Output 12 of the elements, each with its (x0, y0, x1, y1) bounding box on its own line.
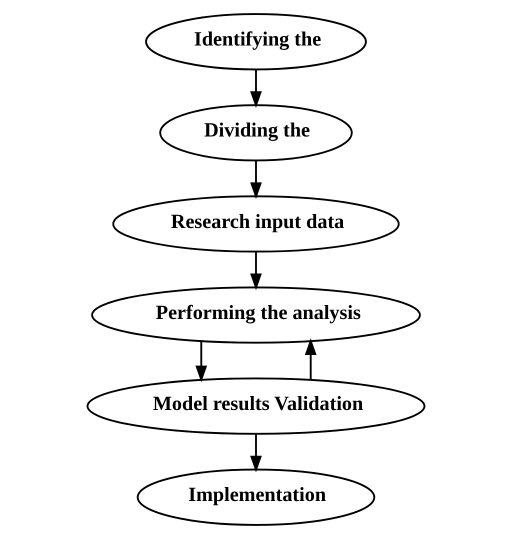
arrow (250, 70, 262, 108)
arrow (195, 341, 208, 382)
node-ellipse: Implementation (136, 468, 376, 526)
arrow (250, 434, 262, 472)
node-ellipse: Model results Validation (86, 378, 426, 435)
node-ellipse: Dividing the (159, 104, 353, 162)
node-ellipse: Performing the analysis (91, 286, 421, 344)
node-ellipse: Research input data (112, 195, 400, 253)
arrow (304, 338, 317, 380)
node-ellipse: Identifying the (145, 13, 367, 70)
arrow (250, 252, 262, 290)
arrow (250, 160, 262, 200)
